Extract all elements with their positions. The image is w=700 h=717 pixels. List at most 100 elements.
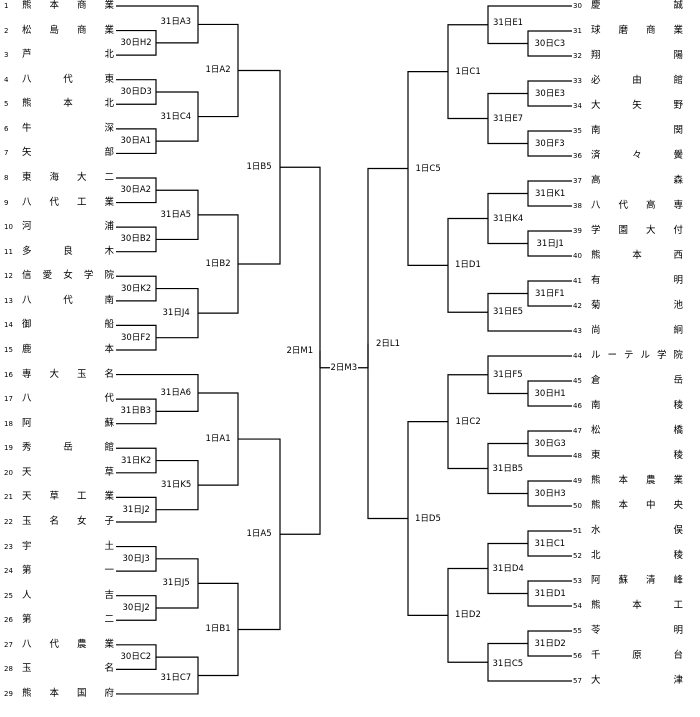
game-label: 31日D4: [491, 563, 525, 574]
team-name: 鹿本: [22, 343, 114, 355]
team-name: 大矢野: [591, 100, 683, 111]
team-number: 12: [4, 272, 13, 281]
team-name: 阿蘇: [22, 417, 114, 429]
team-name: 玉名: [22, 663, 114, 675]
game-label: 1日D5: [414, 513, 442, 524]
game-label: 31日D1: [533, 588, 567, 599]
team-number: 36: [573, 152, 582, 160]
team-number: 53: [573, 577, 582, 585]
team-number: 54: [573, 602, 582, 610]
team-number: 2: [4, 26, 9, 35]
team-number: 22: [4, 517, 13, 526]
team-number: 11: [4, 247, 13, 256]
team-name: 必由館: [591, 75, 683, 86]
team-name: ルーテル学院: [591, 350, 683, 361]
team-number: 46: [573, 402, 582, 410]
team-number: 9: [4, 198, 9, 207]
team-number: 42: [573, 302, 582, 310]
team-name: 南関: [591, 125, 683, 136]
game-label: 1日B1: [204, 624, 232, 635]
team-number: 16: [4, 370, 13, 379]
team-name: 矢部: [22, 147, 114, 159]
team-name: 大津: [591, 675, 683, 686]
game-label: 1日D1: [454, 260, 482, 271]
game-label: 30日J3: [121, 553, 151, 564]
team-number: 24: [4, 567, 13, 576]
game-label: 30日H1: [533, 388, 567, 399]
team-number: 48: [573, 452, 582, 460]
game-label: 30日H3: [533, 488, 567, 499]
game-label: 31日A3: [159, 17, 193, 28]
team-number: 44: [573, 352, 582, 360]
game-label: 1日C1: [454, 66, 482, 77]
game-label: 31日K4: [492, 213, 525, 224]
team-number: 39: [573, 227, 582, 235]
game-label: 2日M1: [285, 345, 315, 356]
game-label: 31日J1: [535, 238, 565, 249]
team-name: 熊本北: [22, 98, 114, 110]
team-number: 28: [4, 665, 13, 674]
team-number: 52: [573, 552, 582, 560]
team-name: 松島商業: [22, 24, 114, 36]
team-name: 熊本農業: [591, 475, 683, 486]
game-label: 30日C3: [533, 38, 567, 49]
game-label: 30日H2: [119, 37, 153, 48]
team-name: 芦北: [22, 49, 114, 61]
team-name: 倉岳: [591, 375, 683, 386]
team-name: 慶誠: [591, 0, 683, 11]
team-number: 20: [4, 468, 13, 477]
team-name: 第一: [22, 565, 114, 577]
team-name: 苓明: [591, 625, 683, 636]
team-name: 人吉: [22, 589, 114, 601]
team-number: 56: [573, 652, 582, 660]
team-number: 23: [4, 542, 13, 551]
team-number: 30: [573, 2, 582, 10]
team-number: 40: [573, 252, 582, 260]
team-name: 高森: [591, 175, 683, 186]
team-name: 松橋: [591, 425, 683, 436]
game-label: 30日E3: [534, 88, 567, 99]
team-number: 21: [4, 493, 13, 502]
team-name: 南稜: [591, 400, 683, 411]
team-name: 河浦: [22, 221, 114, 233]
team-name: 天草: [22, 466, 114, 478]
game-label: 31日K5: [160, 480, 193, 491]
team-name: 八代東: [22, 73, 114, 85]
game-label: 31日K2: [120, 455, 153, 466]
team-number: 38: [573, 202, 582, 210]
team-number: 35: [573, 127, 582, 135]
team-name: 熊本西: [591, 250, 683, 261]
team-number: 4: [4, 75, 9, 84]
game-label: 31日C7: [159, 672, 193, 683]
team-number: 25: [4, 591, 13, 600]
game-label: 30日K2: [120, 283, 153, 294]
game-label: 31日E7: [492, 113, 525, 124]
team-name: 御船: [22, 319, 114, 331]
team-name: 水俣: [591, 525, 683, 536]
team-name: 八代工業: [22, 196, 114, 208]
team-number: 32: [573, 52, 582, 60]
game-label: 31日C1: [533, 538, 567, 549]
team-number: 6: [4, 124, 9, 133]
team-name: 牛深: [22, 122, 114, 134]
team-number: 50: [573, 502, 582, 510]
team-number: 43: [573, 327, 582, 335]
team-number: 19: [4, 444, 13, 453]
team-number: 8: [4, 173, 9, 182]
game-label: 31日F5: [492, 369, 524, 380]
team-number: 34: [573, 102, 582, 110]
game-label: 1日D2: [454, 610, 482, 621]
team-name: 阿蘇清峰: [591, 575, 683, 586]
team-name: 尚絅: [591, 325, 683, 336]
team-number: 18: [4, 419, 13, 428]
game-label: 1日A5: [245, 529, 273, 540]
game-label: 1日A2: [204, 65, 232, 76]
game-label: 31日D2: [533, 638, 567, 649]
team-name: 翔陽: [591, 50, 683, 61]
team-name: 済々黌: [591, 150, 683, 161]
team-name: 東稜: [591, 450, 683, 461]
game-label: 30日D3: [119, 86, 153, 97]
team-number: 33: [573, 77, 582, 85]
team-number: 55: [573, 627, 582, 635]
